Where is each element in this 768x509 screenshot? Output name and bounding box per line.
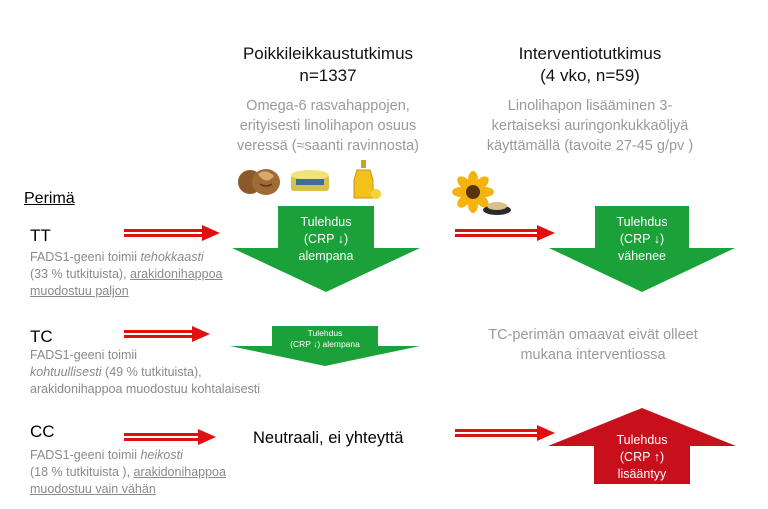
cc-int-result-2: (CRP ↑) [619,450,665,464]
tt-desc-line-3: muodostuu paljon [30,283,260,300]
intervention-title-text: Interventiotutkimus [518,44,662,63]
cross-sectional-desc: Omega-6 rasvahappojen, erityisesti linol… [186,96,470,156]
cross-desc-line-3: veressä (≈saanti ravinnosta) [236,138,420,154]
tt-desc-1b: tehokkaasti [140,250,204,264]
genotype-tc-desc: FADS1-geeni toimii kohtuullisesti (49 % … [30,347,300,398]
cc-int-result: Tulehdus (CRP ↑) lisääntyy [586,432,698,483]
tt-cross-result-2: (CRP ↓) [303,232,349,246]
cc-desc-1a: FADS1-geeni toimii [30,448,141,462]
int-desc-line-2: kertaiseksi auringonkukkaöljyä [491,118,689,134]
tc-cross-down-arrow [230,326,420,366]
tc-desc-line-2: kohtuullisesti (49 % tutkituista), [30,364,300,381]
tc-desc-2a: kohtuullisesti [30,365,102,379]
tc-cross-arrow-icon [124,326,210,342]
margarine-icon [291,170,329,191]
cc-desc-line-2: (18 % tutkituista ), arakidonihappoa [30,464,260,481]
tt-int-result-3: vähenee [618,249,666,263]
tc-desc-2b: (49 % tutkituista), [101,365,202,379]
genotype-cc-label: CC [30,422,55,441]
cc-cross-arrow-icon [124,429,216,445]
sunflower-icon [452,171,511,215]
genotype-tt-desc: FADS1-geeni toimii tehokkaasti (33 % tut… [30,249,260,300]
tc-int-note-2: mukana interventiossa [520,347,666,363]
cc-cross-result: Neutraali, ei yhteyttä [253,429,404,447]
tt-cross-result-1: Tulehdus [300,215,352,229]
cc-desc-2b: arakidonihappoa [133,465,226,479]
tc-cross-result: Tulehdus (CRP ↓) alempana [272,328,378,350]
tt-int-result: Tulehdus (CRP ↓) vähenee [586,214,698,265]
cc-desc-line-1: FADS1-geeni toimii heikosti [30,447,260,464]
perima-label: Perimä [24,190,75,207]
tc-cross-result-2: (CRP ↓) alempana [290,339,360,349]
oil-bottle-icon [353,160,381,199]
tt-int-result-2: (CRP ↓) [619,232,665,246]
genotype-tt-label: TT [30,226,51,245]
intervention-desc: Linolihapon lisääminen 3- kertaiseksi au… [458,96,722,156]
intervention-n: (4 vko, n=59) [540,66,640,85]
tc-desc-line-1: FADS1-geeni toimii [30,348,137,362]
tt-desc-2a: (33 % tutkituista), [30,267,131,281]
cc-int-result-3: lisääntyy [617,467,667,481]
tt-desc-1a: FADS1-geeni toimii [30,250,141,264]
cc-desc-line-3: muodostuu vain vähän [30,481,260,498]
tt-int-result-1: Tulehdus [616,215,668,229]
cc-desc-1b: heikosti [140,448,183,462]
cc-desc-2a: (18 % tutkituista ), [30,465,134,479]
tc-int-note: TC-perimän omaavat eivät olleet mukana i… [478,325,708,365]
cc-int-result-1: Tulehdus [616,433,668,447]
tt-desc-line-2: (33 % tutkituista), arakidonihappoa [30,266,260,283]
tt-desc-3: muodostuu paljon [30,284,129,298]
tc-desc-line-3: arakidonihappoa muodostuu kohtalaisesti [30,382,261,396]
genotype-tc-label: TC [30,327,53,346]
cross-desc-line-2: erityisesti linolihapon osuus [239,118,417,134]
cc-int-up-arrow [548,408,736,484]
cross-sectional-title-text: Poikkileikkaustutkimus [242,44,414,63]
tt-desc-line-1: FADS1-geeni toimii tehokkaasti [30,249,260,266]
intervention-title: Interventiotutkimus (4 vko, n=59) [475,43,705,87]
tt-cross-arrow-icon [124,225,220,241]
tt-cross-result: Tulehdus (CRP ↓) alempana [270,214,382,265]
tt-cross-result-3: alempana [298,249,354,263]
cross-sectional-title: Poikkileikkaustutkimus n=1337 [198,43,458,87]
tt-cross-down-arrow [232,206,420,292]
tc-cross-result-1: Tulehdus [307,328,343,338]
genotype-cc-desc: FADS1-geeni toimii heikosti (18 % tutkit… [30,447,260,498]
cross-sectional-n: n=1337 [299,66,357,85]
tt-int-arrow-icon [455,225,555,241]
cc-desc-3: muodostuu vain vähän [30,482,156,496]
int-desc-line-3: käyttämällä (tavoite 27-45 g/pv ) [486,138,694,154]
walnut-icon [238,169,280,195]
tt-desc-2b: arakidonihappoa [130,267,223,281]
int-desc-line-1: Linolihapon lisääminen 3- [507,98,673,114]
tt-int-down-arrow [549,206,735,292]
cross-desc-line-1: Omega-6 rasvahappojen, [246,98,410,114]
tc-int-note-1: TC-perimän omaavat eivät olleet [488,327,698,343]
cc-int-arrow-icon [455,425,555,441]
